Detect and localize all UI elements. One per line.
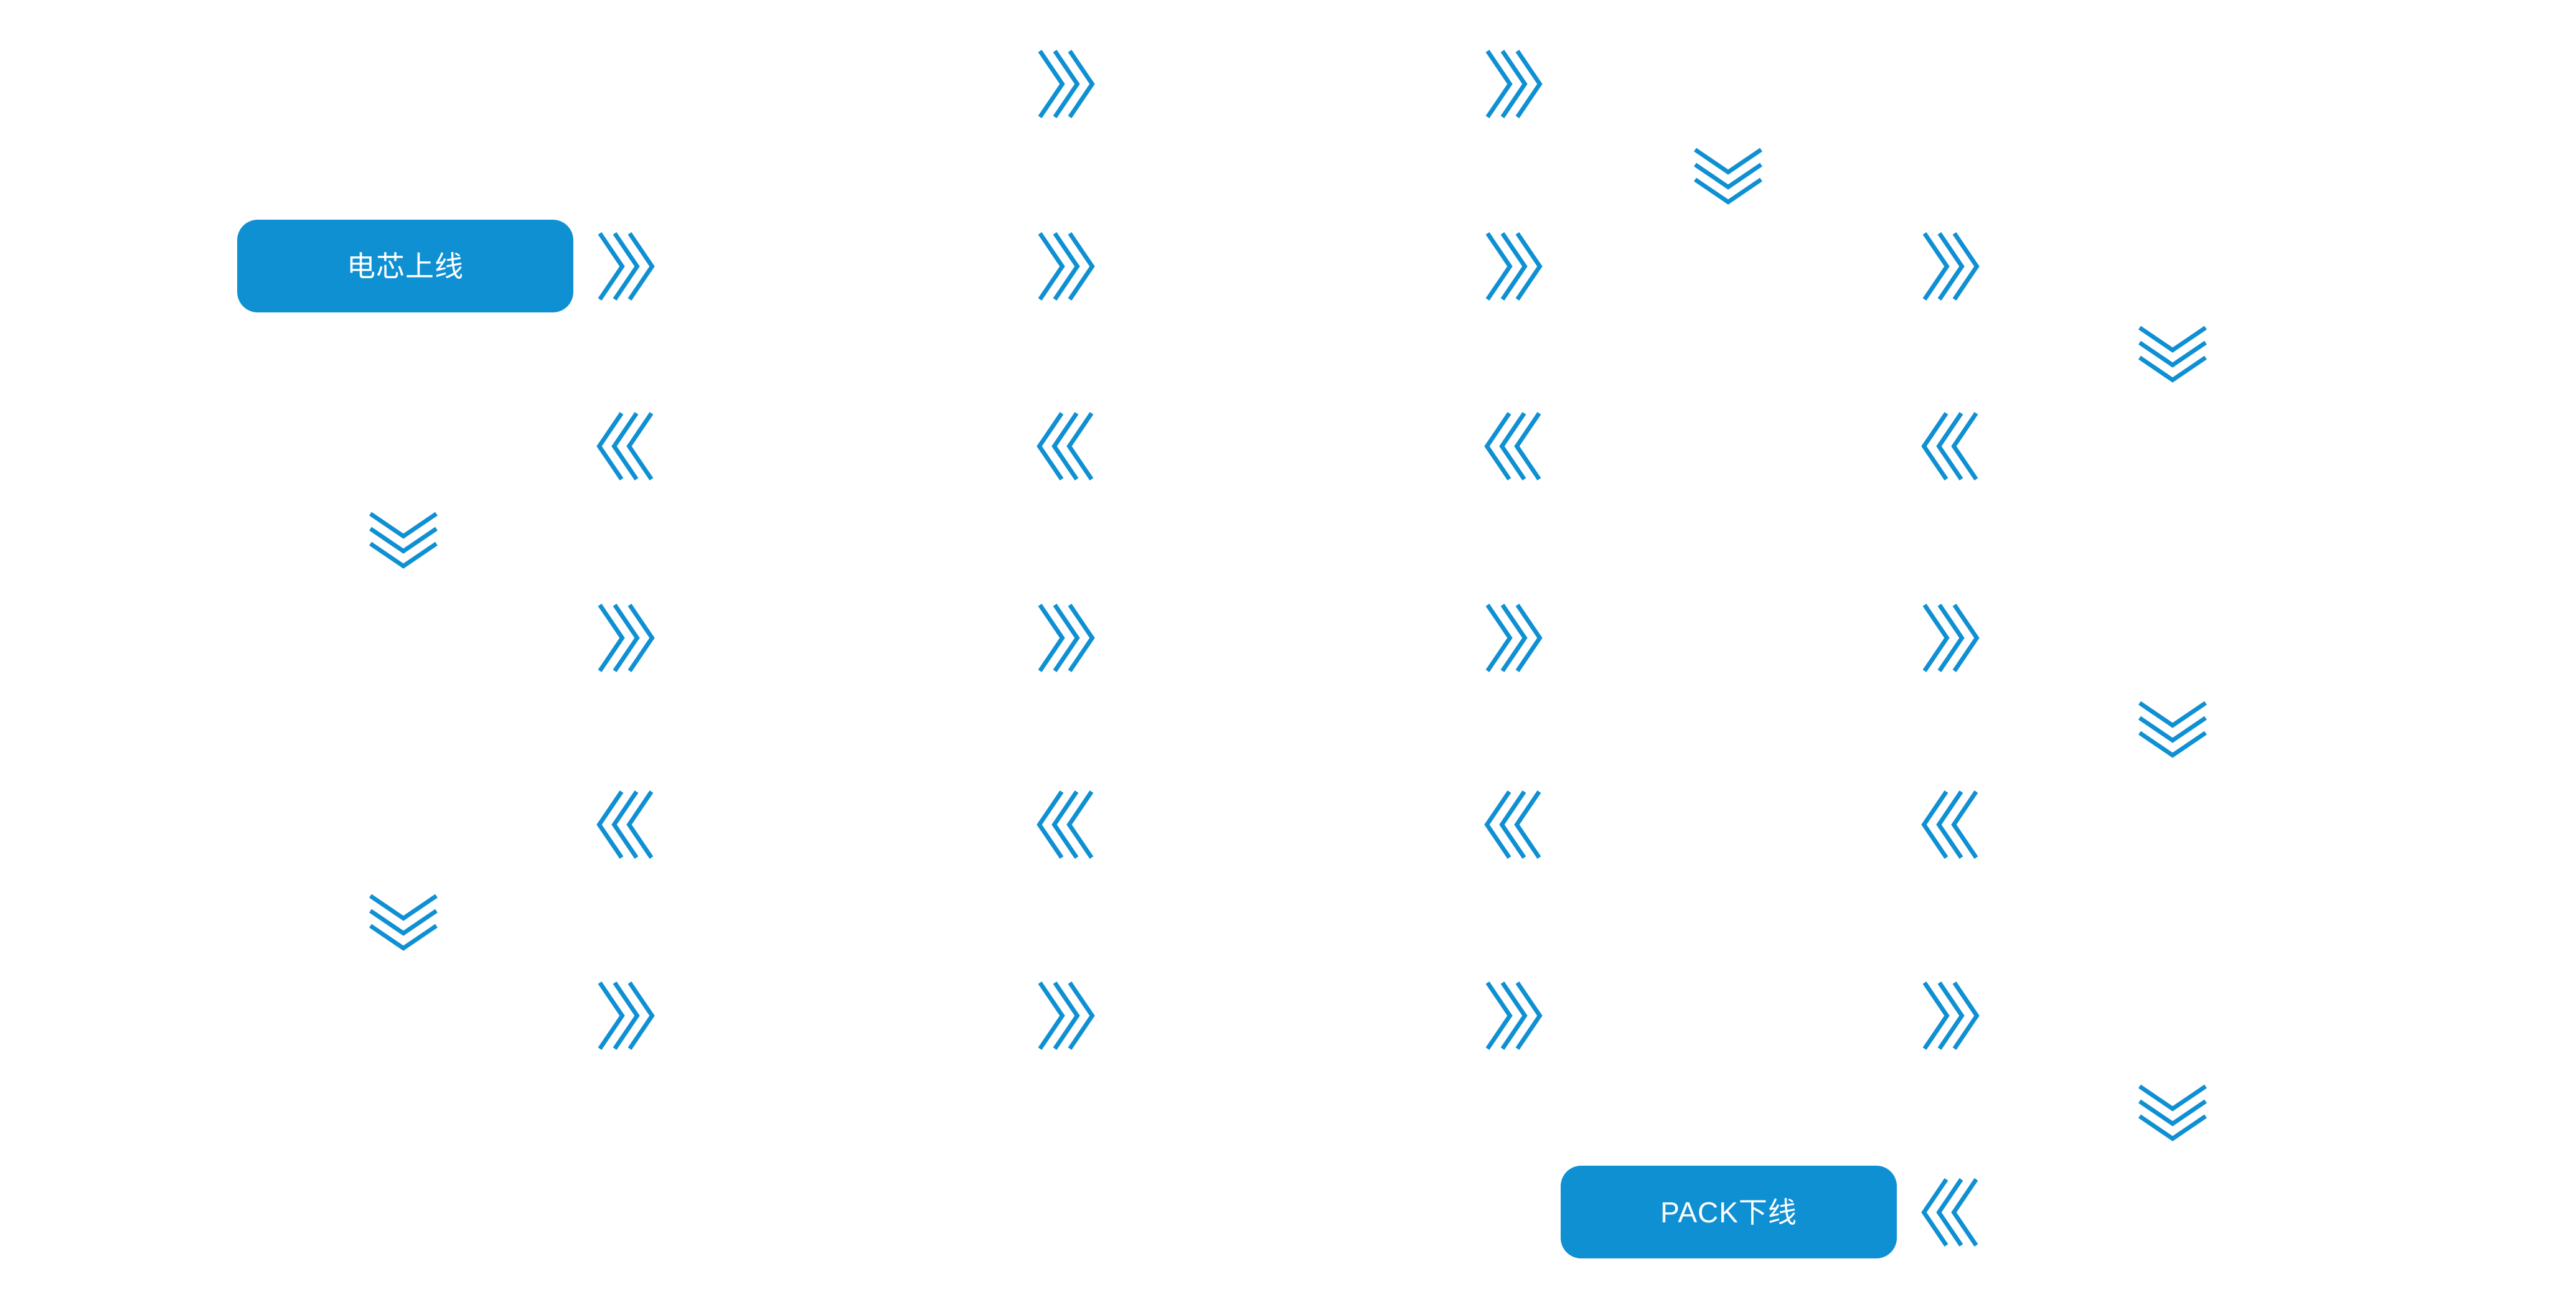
chevron-right-icon <box>1485 604 1542 672</box>
cell-loading-button[interactable]: 电芯上线 <box>237 220 573 312</box>
chevron-right-icon <box>1922 604 1979 672</box>
chevron-left-icon <box>598 412 654 480</box>
chevron-down-icon <box>2138 701 2207 757</box>
chevron-right-icon <box>1485 981 1542 1050</box>
chevron-left-icon <box>1038 412 1094 480</box>
chevron-right-icon <box>1038 50 1094 118</box>
pack-offline-button[interactable]: PACK下线 <box>1561 1166 1897 1258</box>
chevron-down-icon <box>369 512 438 568</box>
chevron-down-icon <box>2138 325 2207 382</box>
chevron-right-icon <box>1485 50 1542 118</box>
chevron-down-icon <box>369 894 438 950</box>
chevron-right-icon <box>1922 981 1979 1050</box>
chevron-left-icon <box>1922 1178 1979 1247</box>
chevron-left-icon <box>1922 412 1979 480</box>
chevron-left-icon <box>1485 790 1542 859</box>
chevron-left-icon <box>1485 412 1542 480</box>
chevron-right-icon <box>1922 232 1979 301</box>
chevron-right-icon <box>598 604 654 672</box>
chevron-left-icon <box>1038 790 1094 859</box>
chevron-right-icon <box>1038 232 1094 301</box>
chevron-right-icon <box>1038 604 1094 672</box>
chevron-down-icon <box>1694 147 1762 204</box>
chevron-left-icon <box>598 790 654 859</box>
chevron-down-icon <box>2138 1084 2207 1141</box>
chevron-right-icon <box>598 981 654 1050</box>
chevron-right-icon <box>598 232 654 301</box>
chevron-right-icon <box>1038 981 1094 1050</box>
chevron-left-icon <box>1922 790 1979 859</box>
chevron-right-icon <box>1485 232 1542 301</box>
